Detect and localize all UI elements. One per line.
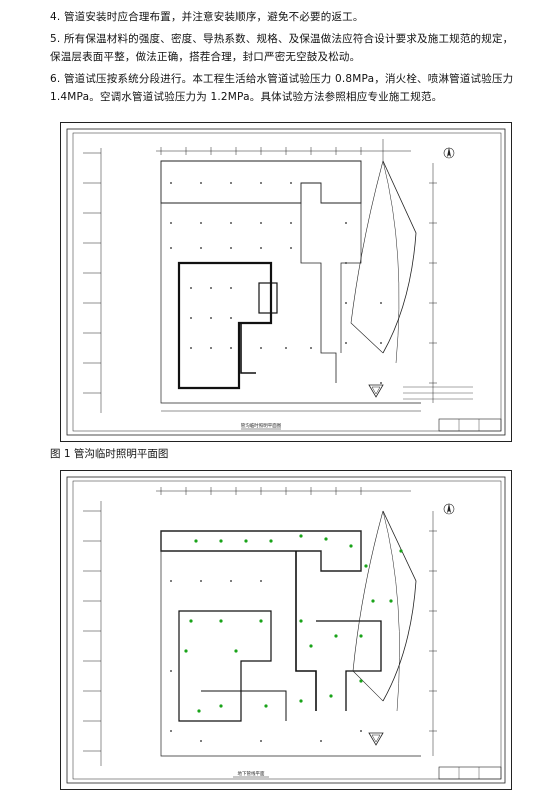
figure-2-floorplan: 地下管线平面 [66, 476, 506, 784]
figure-2-drawing-title: 地下管线平面 [238, 770, 265, 777]
figure-1-drawing: 管沟临时照明平面图 [60, 122, 512, 442]
paragraph-5: 5. 所有保温材料的强度、密度、导热系数、规格、及保温做法应符合设计要求及施工规… [50, 33, 514, 63]
figure-1-floorplan: 管沟临时照明平面图 [66, 128, 506, 436]
paragraph-6: 6. 管道试压按系统分段进行。本工程生活给水管道试验压力 0.8MPa，消火栓、… [50, 73, 514, 103]
figure-2-drawing: 地下管线平面 [60, 470, 512, 790]
figure-1-caption: 图 1 管沟临时照明平面图 [50, 448, 169, 460]
paragraph-4: 4. 管道安装时应合理布置，并注意安装顺序，避免不必要的返工。 [50, 11, 364, 23]
figure-1-drawing-title: 管沟临时照明平面图 [241, 422, 282, 429]
